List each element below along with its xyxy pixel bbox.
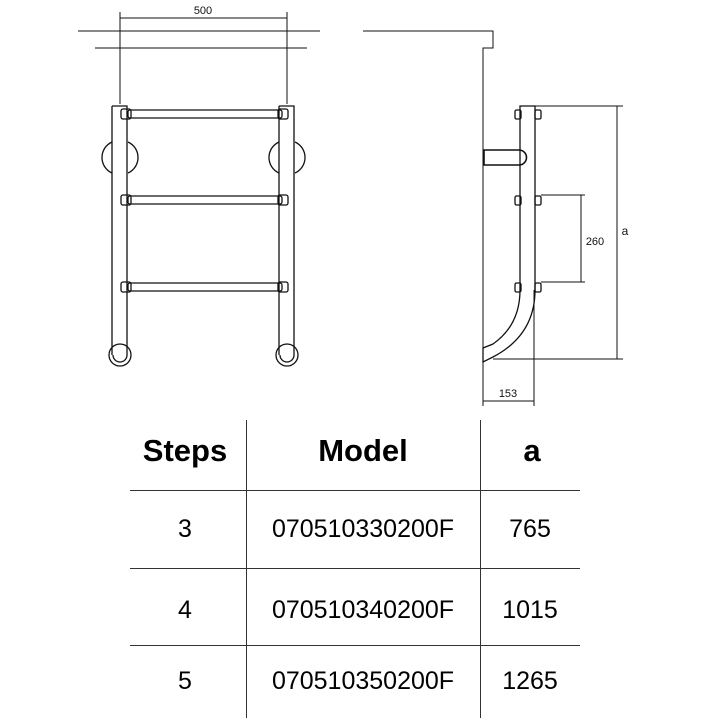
header-divider — [130, 490, 580, 491]
ladder-technical-drawing: 500 — [78, 5, 629, 406]
steps-cell: 3 — [178, 515, 192, 543]
right-rail — [279, 105, 295, 355]
a-cell: 765 — [509, 515, 551, 543]
right-foot — [275, 343, 299, 367]
header-model: Model — [318, 433, 408, 468]
column-divider — [480, 420, 481, 718]
depth-label: 153 — [499, 388, 517, 400]
rungs — [120, 108, 289, 293]
rung-spacing-label: 260 — [586, 236, 604, 248]
header-a: a — [523, 433, 541, 468]
front-view: 500 — [78, 5, 320, 367]
width-dimension-label: 500 — [194, 5, 212, 17]
anchor-bolt — [483, 149, 528, 166]
row-divider — [130, 645, 580, 646]
left-foot — [108, 343, 132, 367]
model-cell: 070510350200F — [271, 667, 455, 695]
height-label: a — [622, 224, 629, 238]
side-rung-caps — [514, 109, 542, 293]
row-divider — [130, 568, 580, 569]
model-cell: 070510330200F — [271, 515, 455, 543]
pool-wall — [363, 30, 494, 362]
flange-left — [101, 141, 113, 174]
a-cell: 1015 — [502, 596, 558, 624]
side-view: 260 a 153 — [363, 30, 629, 406]
column-divider — [246, 420, 247, 718]
a-cell: 1265 — [502, 667, 558, 695]
left-rail — [112, 105, 128, 355]
model-cell: 070510340200F — [271, 596, 455, 624]
steps-cell: 5 — [178, 667, 192, 695]
side-rail — [482, 105, 536, 364]
header-steps: Steps — [142, 433, 228, 468]
flange-right — [268, 141, 280, 174]
steps-cell: 4 — [178, 596, 192, 624]
